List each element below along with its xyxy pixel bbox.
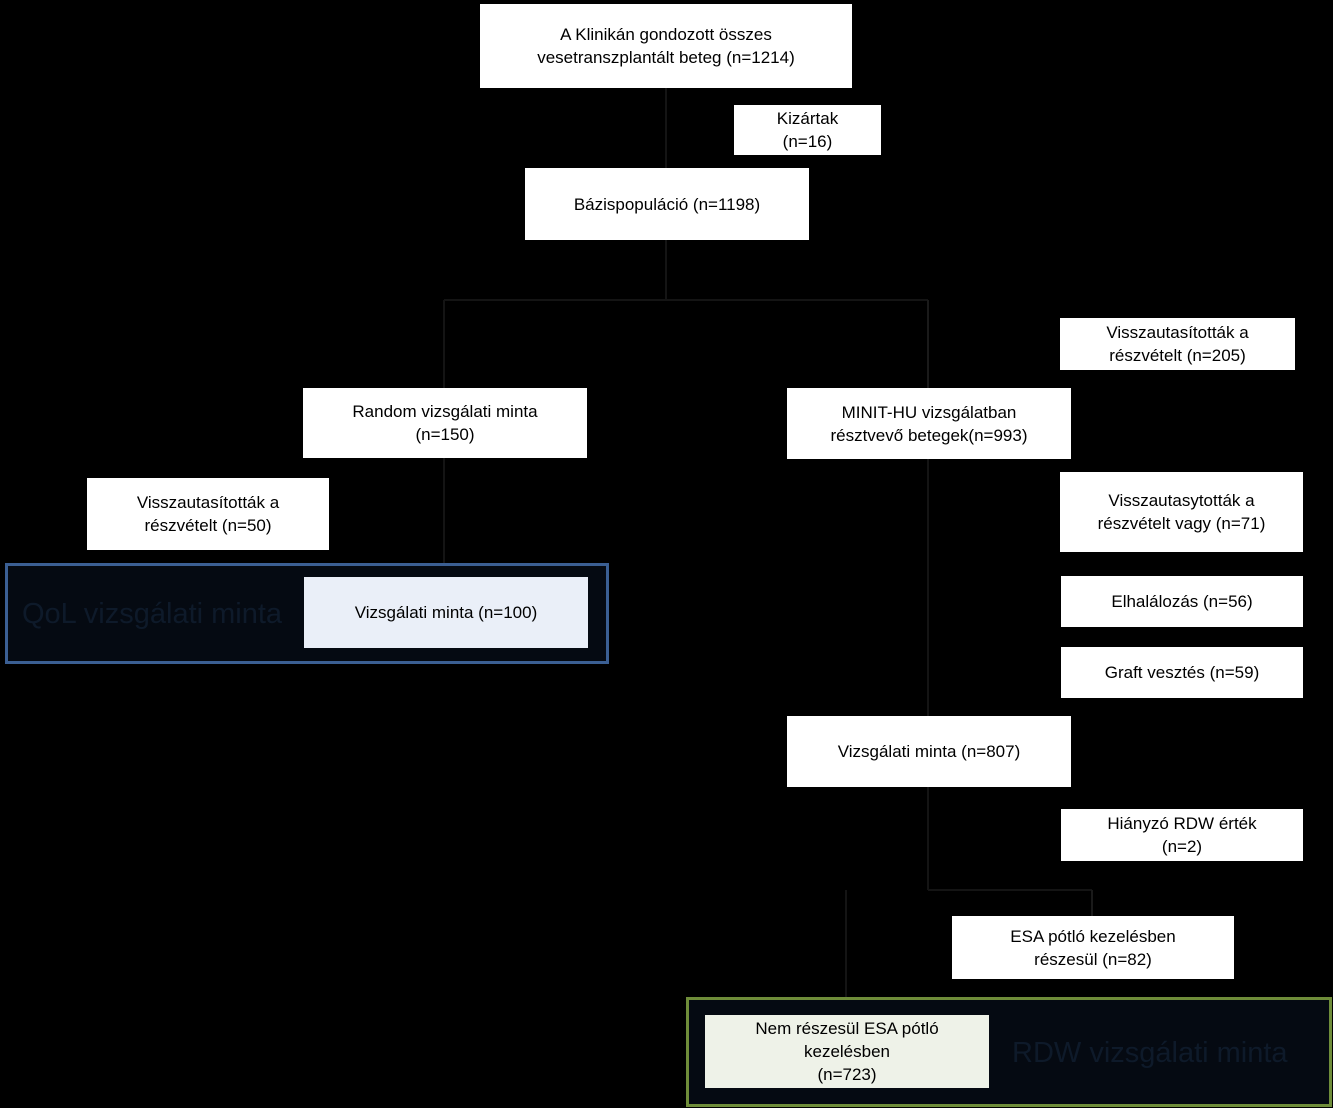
refused-right-top-text: Visszautasították a részvételt (n=205) xyxy=(1106,323,1249,365)
refused-right-mid-box: Visszautasytották a részvételt vagy (n=7… xyxy=(1060,472,1303,552)
refused-left-box: Visszautasították a részvételt (n=50) xyxy=(87,478,329,550)
excluded-text: Kizártak (n=16) xyxy=(776,109,839,151)
random-sample-box: Random vizsgálati minta (n=150) xyxy=(303,388,587,458)
refused-left-text: Visszautasították a részvételt (n=50) xyxy=(136,493,280,535)
no-esa-text: Nem részesül ESA pótló kezelésben (n=723… xyxy=(755,1019,939,1084)
minit-hu-text: MINIT-HU vizsgálatban résztvevő betegek(… xyxy=(830,402,1028,445)
study-sample-807-text: Vizsgálati minta (n=807) xyxy=(837,742,1021,761)
graft-loss-box: Graft vesztés (n=59) xyxy=(1061,647,1303,698)
random-sample-text: Random vizsgálati minta (n=150) xyxy=(352,402,538,444)
total-patients-text: A Klinikán gondozott összes vesetranszpl… xyxy=(537,25,795,67)
base-population-box: Bázispopuláció (n=1198) xyxy=(525,168,809,240)
qol-group-label: QoL vizsgálati minta xyxy=(22,598,283,630)
death-box: Elhalálozás (n=56) xyxy=(1061,576,1303,627)
qol-sample-text: Vizsgálati minta (n=100) xyxy=(354,603,538,622)
minit-hu-box: MINIT-HU vizsgálatban résztvevő betegek(… xyxy=(787,388,1071,459)
death-text: Elhalálozás (n=56) xyxy=(1111,592,1253,611)
total-patients-box: A Klinikán gondozott összes vesetranszpl… xyxy=(480,4,852,88)
missing-rdw-box: Hiányzó RDW érték (n=2) xyxy=(1061,809,1303,861)
base-population-text: Bázispopuláció (n=1198) xyxy=(573,194,761,214)
refused-right-top-box: Visszautasították a részvételt (n=205) xyxy=(1060,318,1295,370)
qol-sample-box: Vizsgálati minta (n=100) xyxy=(304,577,588,648)
refused-right-mid-text: Visszautasytották a részvételt vagy (n=7… xyxy=(1097,491,1266,533)
esa-treated-box: ESA pótló kezelésben részesül (n=82) xyxy=(952,916,1234,979)
esa-treated-text: ESA pótló kezelésben részesül (n=82) xyxy=(1010,926,1176,969)
no-esa-box: Nem részesül ESA pótló kezelésben (n=723… xyxy=(705,1015,989,1088)
rdw-group-label: RDW vizsgálati minta xyxy=(1012,1037,1288,1069)
study-sample-807-box: Vizsgálati minta (n=807) xyxy=(787,716,1071,787)
graft-loss-text: Graft vesztés (n=59) xyxy=(1104,663,1260,682)
excluded-box: Kizártak (n=16) xyxy=(734,105,881,155)
missing-rdw-text: Hiányzó RDW érték (n=2) xyxy=(1107,814,1257,856)
